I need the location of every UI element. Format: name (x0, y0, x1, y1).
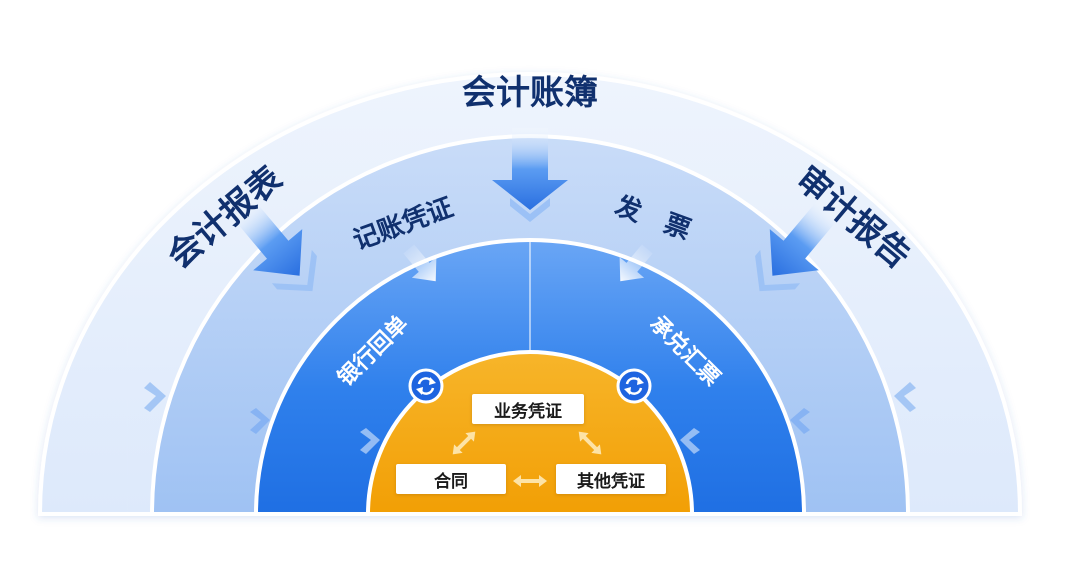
sync-icon (408, 368, 444, 404)
chevron-left-icon (250, 408, 270, 434)
box-business-voucher: 业务凭证 (472, 394, 584, 424)
double-arrow-icon (513, 475, 547, 487)
box-contract: 合同 (396, 464, 506, 494)
chevron-left-icon (144, 382, 166, 412)
box-other-voucher: 其他凭证 (556, 464, 666, 494)
arrow-small-left-icon (403, 244, 437, 282)
chevron-right-icon (790, 408, 810, 434)
arrow-down-icon (492, 128, 568, 222)
label-accounting-books: 会计账簿 (462, 73, 598, 113)
chevron-right-icon (894, 382, 916, 412)
arrow-diagonal-right-icon (755, 199, 840, 292)
chevron-right-icon (680, 428, 700, 454)
chevron-left-icon (360, 428, 380, 454)
arrow-small-right-icon (619, 244, 653, 282)
double-arrow-icon (578, 431, 602, 455)
double-arrow-icon (452, 431, 476, 455)
sync-icon (616, 368, 652, 404)
arrow-diagonal-left-icon (232, 199, 317, 292)
